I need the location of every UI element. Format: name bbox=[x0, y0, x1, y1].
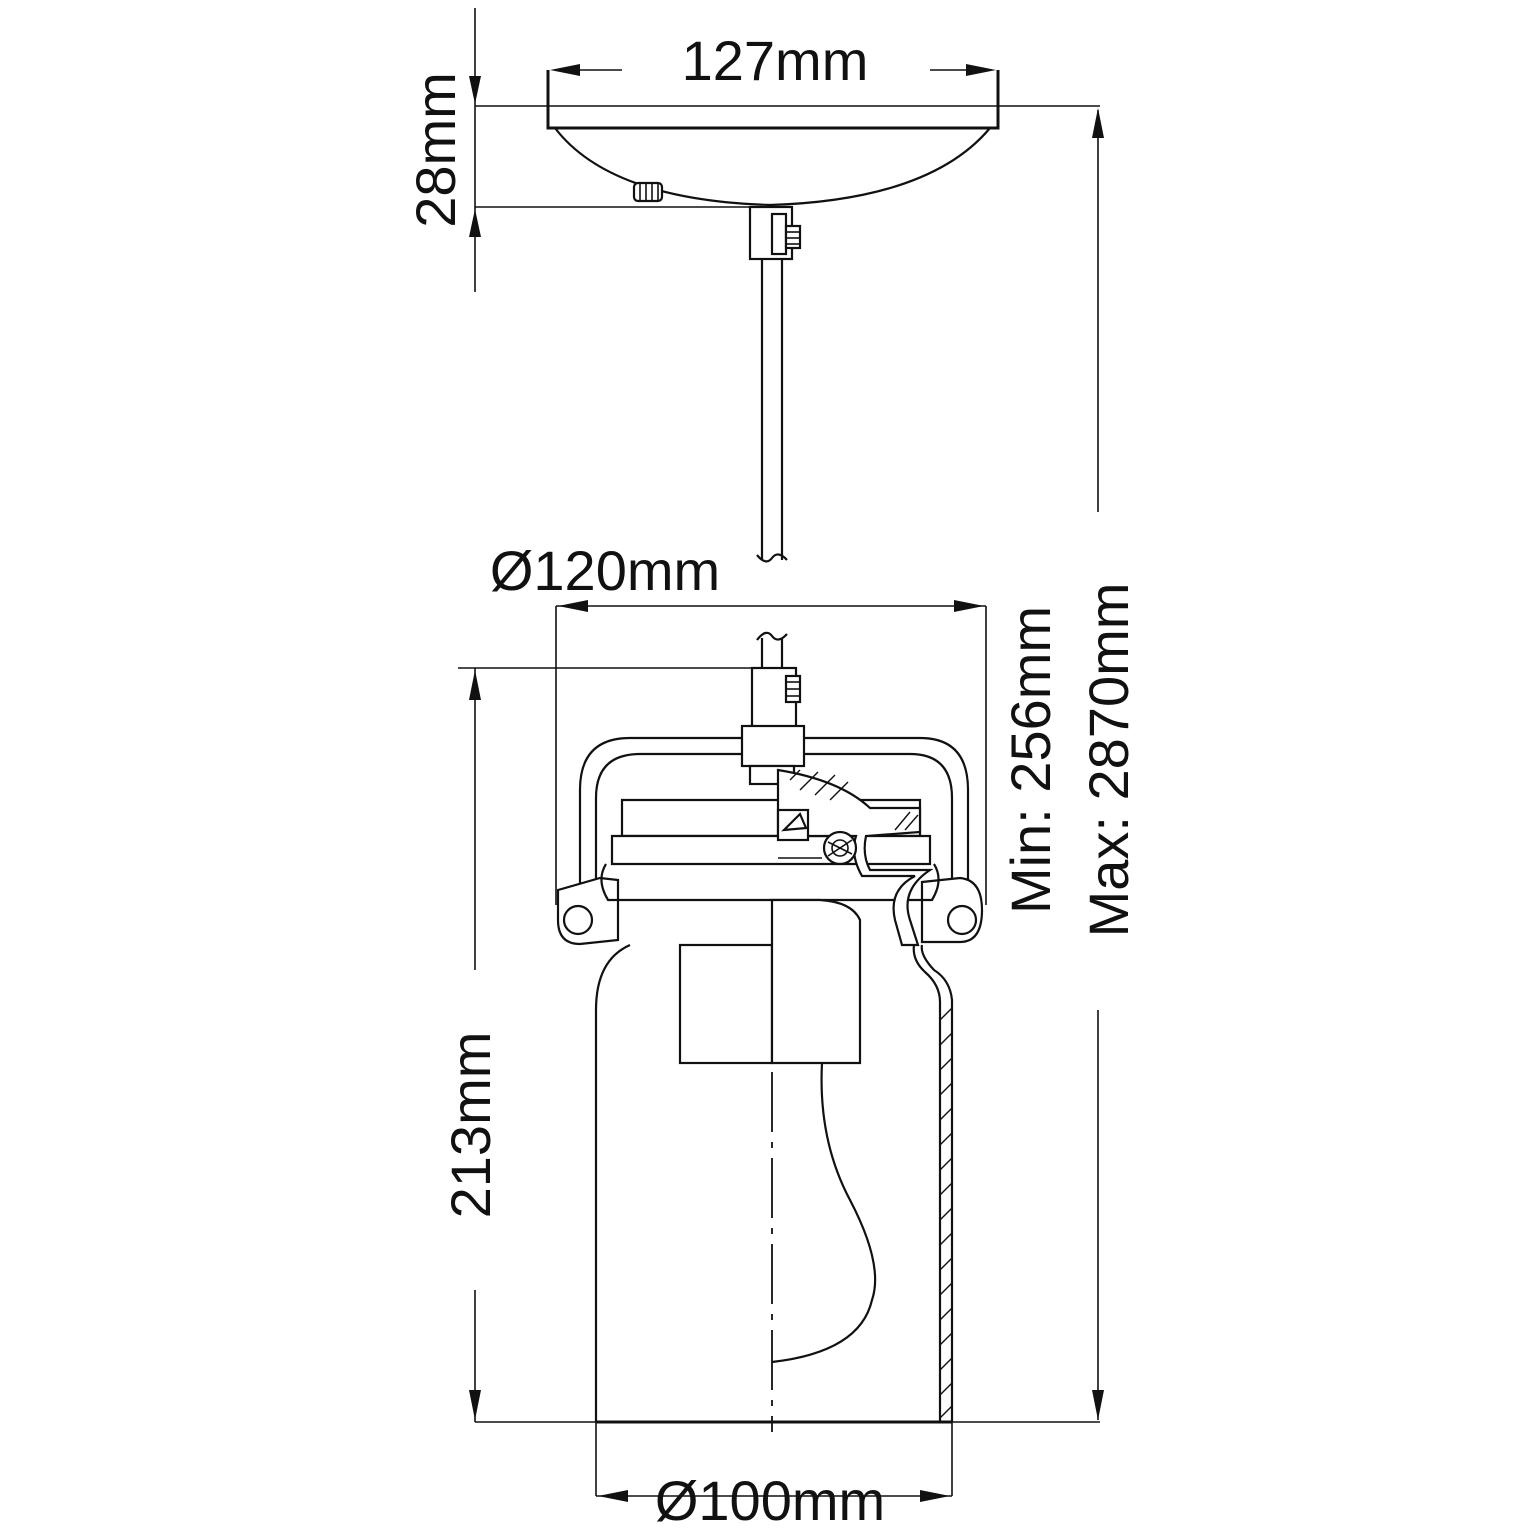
glass-shade bbox=[594, 898, 954, 1432]
shade-bottom-diameter-label: Ø100mm bbox=[655, 1469, 885, 1532]
ceiling-canopy bbox=[475, 70, 1000, 261]
cable-gland-icon bbox=[748, 205, 802, 261]
dimension-shade-height: 213mm bbox=[439, 667, 1100, 1423]
dimension-max-height: Max: 2870mm bbox=[1077, 108, 1140, 1420]
max-height-label: Max: 2870mm bbox=[1077, 583, 1140, 938]
glass-wall-section bbox=[939, 1007, 953, 1419]
lamp-socket bbox=[678, 898, 862, 1065]
suspension-cable bbox=[756, 259, 788, 720]
dimension-canopy-width: 127mm bbox=[550, 29, 996, 92]
dimension-shade-top-diameter: Ø120mm bbox=[490, 539, 987, 905]
dimension-shade-bottom-diameter: Ø100mm bbox=[595, 1422, 953, 1532]
min-height-label: Min: 256mm bbox=[999, 606, 1062, 914]
lamp-bracket bbox=[556, 666, 984, 947]
canopy-height-label: 28mm bbox=[404, 72, 467, 228]
dimension-canopy-height: 28mm bbox=[404, 8, 1100, 292]
shade-height-label: 213mm bbox=[439, 1032, 502, 1219]
dimension-min-height: Min: 256mm bbox=[999, 606, 1062, 914]
canopy-screw-icon bbox=[632, 181, 664, 203]
wire-connector-icon bbox=[822, 830, 858, 866]
bulb-outline bbox=[771, 1062, 877, 1364]
shade-top-diameter-label: Ø120mm bbox=[490, 539, 720, 602]
canopy-width-label: 127mm bbox=[682, 29, 869, 92]
